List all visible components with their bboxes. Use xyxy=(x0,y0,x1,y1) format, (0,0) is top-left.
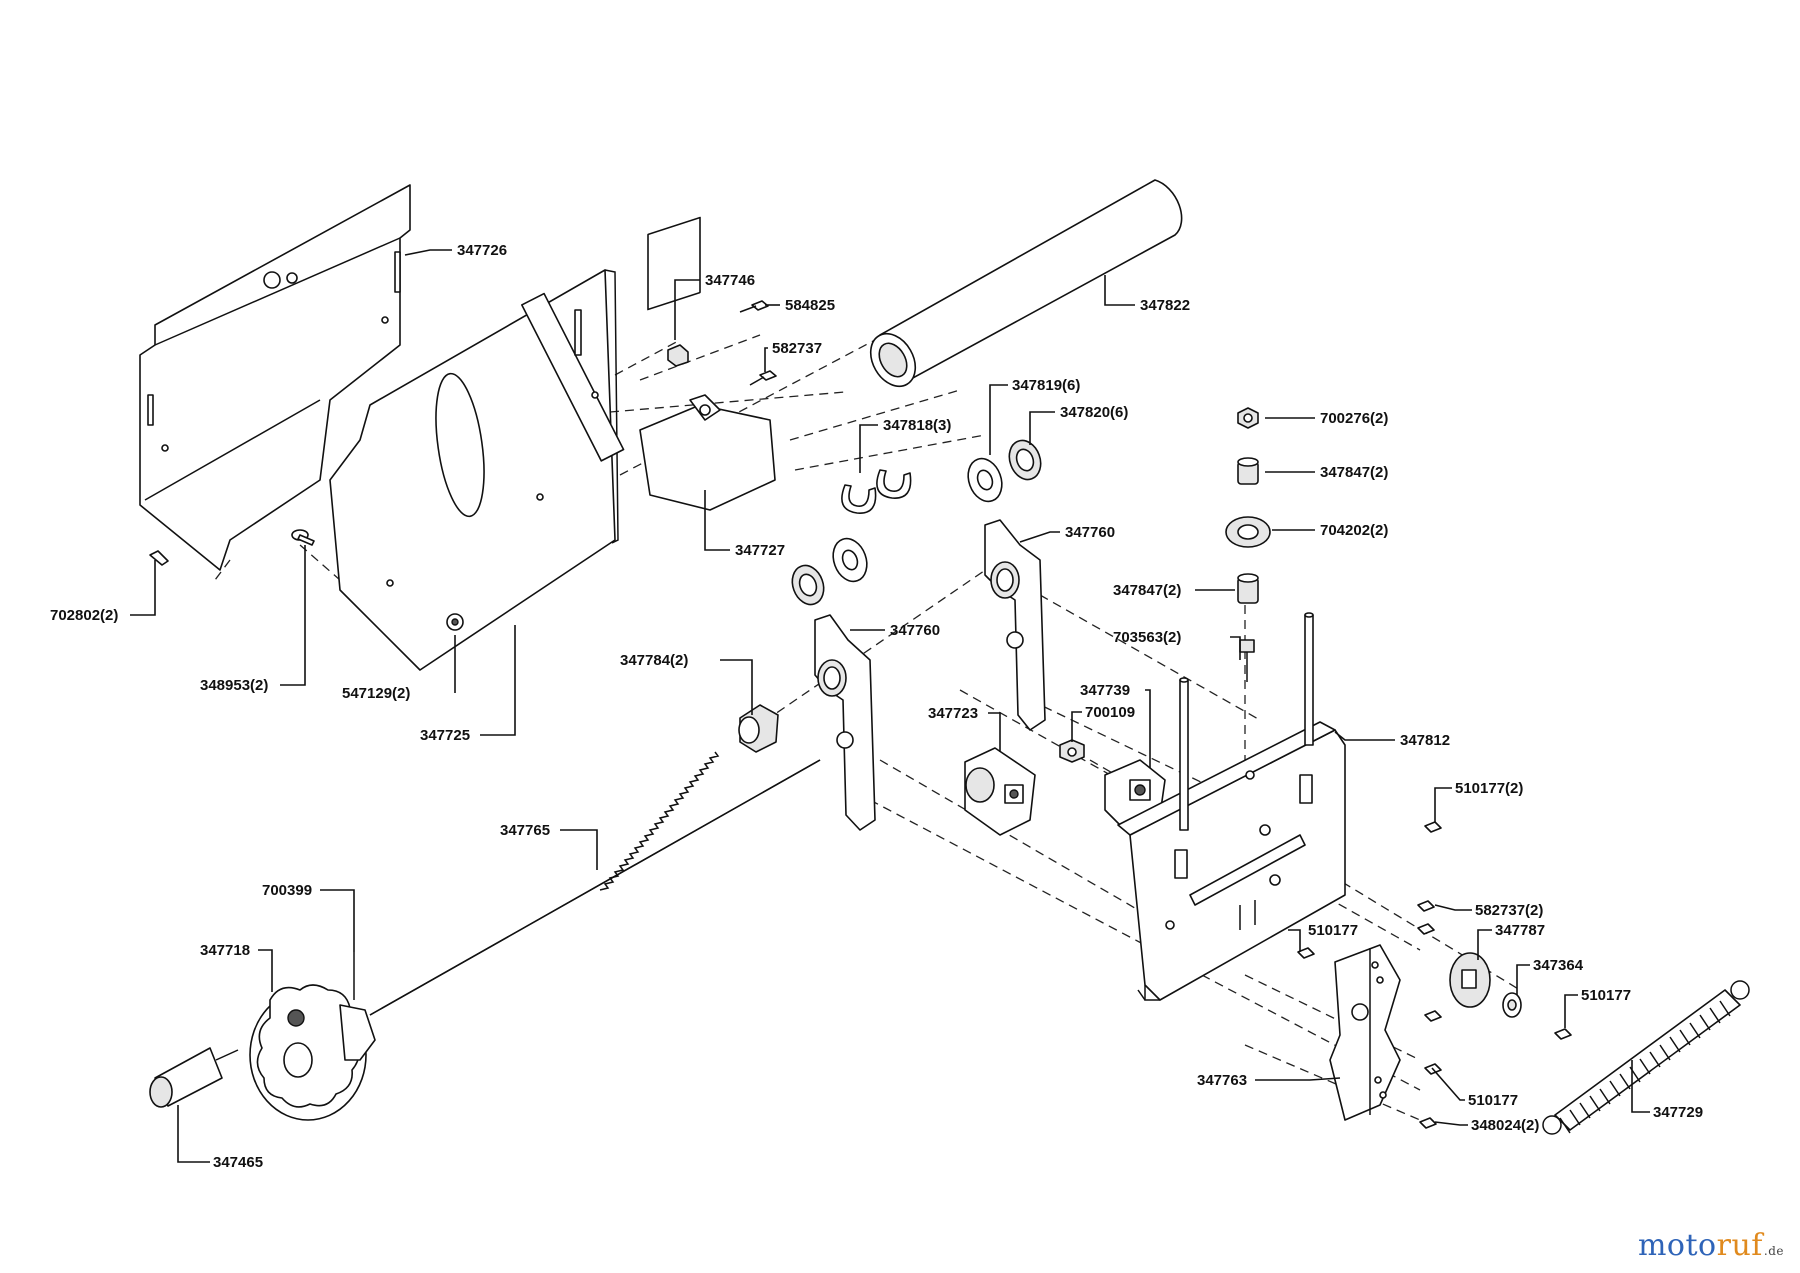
part-labels: 347726 347746 584825 347822 582737 34781… xyxy=(50,242,1703,1171)
block-347723 xyxy=(964,747,1036,836)
part-label-348953: 348953(2) xyxy=(200,677,268,694)
part-label-347746: 347746 xyxy=(705,272,755,289)
part-label-347739: 347739 xyxy=(1080,682,1130,699)
watermark-tld: .de xyxy=(1763,1244,1784,1258)
part-label-510177-b: 510177 xyxy=(1581,987,1631,1004)
nut-700276 xyxy=(1237,407,1259,429)
part-label-347465: 347465 xyxy=(213,1154,263,1171)
watermark-logo: motoruf.de xyxy=(1638,1228,1784,1263)
screw-702802 xyxy=(149,550,169,566)
watermark-brand-a: moto xyxy=(1637,1228,1717,1263)
bushing-347820 xyxy=(791,439,1042,606)
part-label-584825: 584825 xyxy=(785,297,835,314)
spacer-347847-a xyxy=(1237,457,1259,485)
leader-lines xyxy=(130,249,1650,1163)
spring-347729 xyxy=(1542,980,1750,1135)
part-label-700399: 700399 xyxy=(262,882,312,899)
screw-582737-a xyxy=(749,370,777,386)
part-label-347787: 347787 xyxy=(1495,922,1545,939)
part-label-347819: 347819(6) xyxy=(1012,377,1080,394)
washer-347819 xyxy=(832,457,1003,583)
clip-347818 xyxy=(841,469,912,514)
part-label-704202: 704202(2) xyxy=(1320,522,1388,539)
lead-screw-347765 xyxy=(369,751,821,1016)
pulley-347787 xyxy=(1449,952,1491,1008)
part-label-347822: 347822 xyxy=(1140,297,1190,314)
part-label-347760-upper: 347760 xyxy=(1065,524,1115,541)
part-label-347727: 347727 xyxy=(735,542,785,559)
part-label-582737: 582737 xyxy=(772,340,822,357)
part-label-702802: 702802(2) xyxy=(50,607,118,624)
part-label-703563: 703563(2) xyxy=(1113,629,1181,646)
blade-guard xyxy=(329,269,625,671)
part-label-700276: 700276(2) xyxy=(1320,410,1388,427)
part-label-700109: 700109 xyxy=(1085,704,1135,721)
bushing-347784 xyxy=(738,704,779,753)
tube-347822 xyxy=(869,179,1183,388)
link-plate-347763 xyxy=(1329,944,1401,1121)
frame-347812 xyxy=(1117,612,1346,1001)
spacer-347847-b xyxy=(1237,573,1259,604)
arm-347760-upper xyxy=(984,519,1046,731)
part-label-348024: 348024(2) xyxy=(1471,1117,1539,1134)
part-label-347725: 347725 xyxy=(420,727,470,744)
part-label-347364: 347364 xyxy=(1533,957,1584,974)
bolt-703563 xyxy=(1239,639,1255,682)
part-label-347765: 347765 xyxy=(500,822,550,839)
part-label-547129: 547129(2) xyxy=(342,685,410,702)
chute-plate xyxy=(139,184,411,571)
part-label-347760-lower: 347760 xyxy=(890,622,940,639)
part-label-347847-b: 347847(2) xyxy=(1113,582,1181,599)
part-label-347818: 347818(3) xyxy=(883,417,951,434)
part-label-347763: 347763 xyxy=(1197,1072,1247,1089)
knob-347746 xyxy=(667,344,689,367)
nut-700109 xyxy=(1059,739,1085,763)
arm-347760-lower xyxy=(814,614,876,831)
handwheel-347718 xyxy=(249,984,376,1121)
bearing-704202 xyxy=(1225,516,1271,548)
part-label-510177-a: 510177 xyxy=(1308,922,1358,939)
part-label-347718: 347718 xyxy=(200,942,250,959)
screw-584825 xyxy=(739,300,769,313)
part-label-347723: 347723 xyxy=(928,705,978,722)
part-label-347784: 347784(2) xyxy=(620,652,688,669)
part-label-582737-2: 582737(2) xyxy=(1475,902,1543,919)
part-label-510177-2: 510177(2) xyxy=(1455,780,1523,797)
part-label-347729: 347729 xyxy=(1653,1104,1703,1121)
washer-347364 xyxy=(1502,992,1522,1018)
watermark-brand-b: ruf xyxy=(1716,1228,1763,1263)
part-label-510177-c: 510177 xyxy=(1468,1092,1518,1109)
screws-small xyxy=(1297,821,1572,1129)
handle-347465 xyxy=(149,1047,239,1108)
part-label-347820: 347820(6) xyxy=(1060,404,1128,421)
part-label-347812: 347812 xyxy=(1400,732,1450,749)
tube-bracket-347727 xyxy=(639,216,776,511)
part-label-347847-a: 347847(2) xyxy=(1320,464,1388,481)
part-label-347726: 347726 xyxy=(457,242,507,259)
screw-348953 xyxy=(291,529,315,546)
